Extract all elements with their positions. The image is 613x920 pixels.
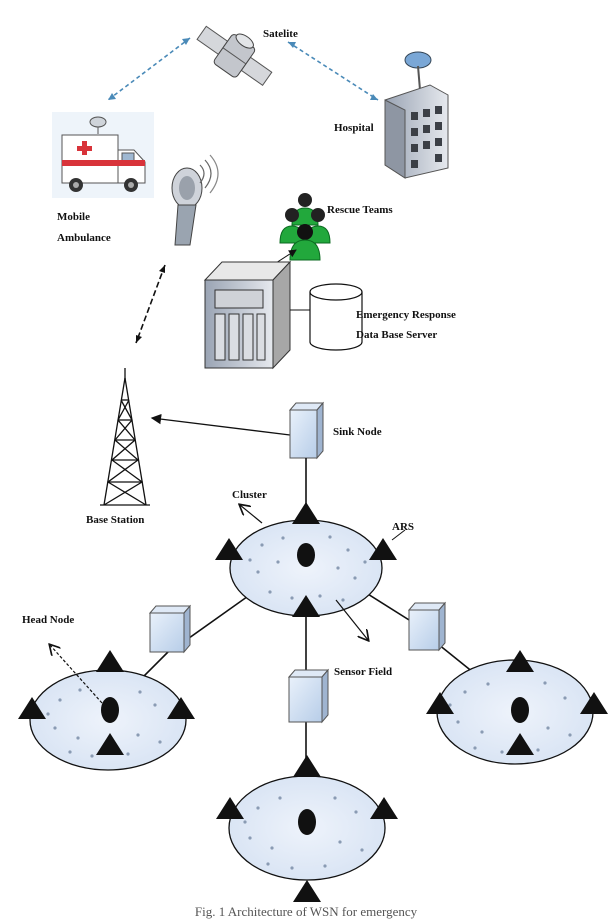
satellite-hospital-link [287, 41, 379, 101]
sensor-field-label: Sensor Field [334, 666, 392, 678]
sink-node-icon [288, 401, 325, 460]
rescue-teams-label: Rescue Teams [327, 204, 393, 216]
cluster-bottom [216, 755, 398, 902]
cluster-label: Cluster [232, 489, 267, 501]
hospital-label: Hospital [334, 122, 374, 134]
sink-basestation-arrow [150, 413, 291, 436]
database-icon [309, 283, 363, 351]
mobile-basestation-link [135, 264, 166, 344]
cluster-pointer [240, 505, 263, 524]
gateway-node-bottom [287, 668, 330, 724]
ars-pointer [391, 529, 406, 541]
rescue-teams-icon [279, 193, 331, 261]
satellite-icon [196, 25, 273, 87]
head-node-label: Head Node [22, 614, 74, 626]
ars-label: ARS [392, 521, 414, 533]
cluster-left [18, 650, 195, 771]
head-node-pointer [50, 645, 103, 704]
figure-caption: Fig. 1 Architecture of WSN for emergency [195, 904, 418, 919]
base-station-tower-icon [100, 368, 150, 506]
ambulance-label-line1: Mobile [57, 211, 90, 223]
hospital-icon [384, 51, 449, 179]
sensor-field-pointer [335, 599, 368, 640]
satellite-ambulance-link [107, 37, 191, 101]
server-label-line1: Emergency Response [356, 309, 456, 321]
server-label-line2: Data Base Server [356, 329, 437, 341]
gateway-node-left [148, 604, 192, 654]
mobile-user-icon [171, 154, 219, 246]
sink-node-label: Sink Node [333, 426, 382, 438]
cluster-right [426, 650, 608, 765]
satellite-label: Satelite [263, 28, 298, 40]
server-icon [203, 260, 292, 370]
ambulance-label-line2: Ambulance [57, 232, 111, 244]
cluster-top [215, 502, 397, 617]
gateway-node-right [407, 601, 447, 652]
base-station-label: Base Station [86, 514, 144, 526]
ambulance-icon [52, 112, 154, 198]
